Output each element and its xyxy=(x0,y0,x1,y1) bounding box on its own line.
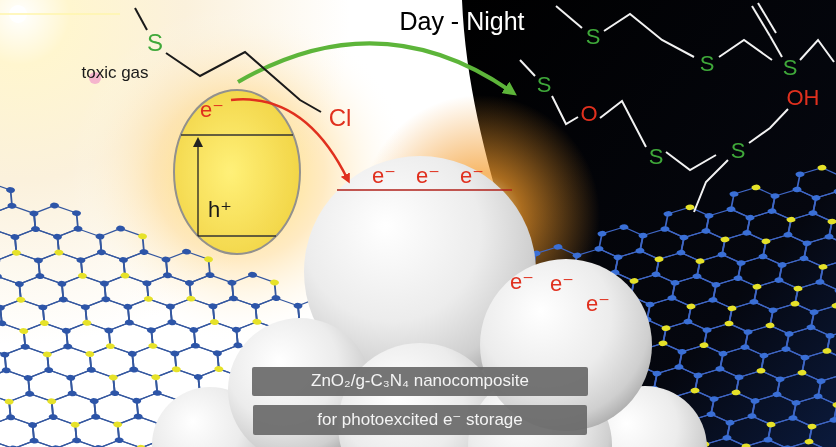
atom-label: O xyxy=(580,103,597,125)
charge-label: e⁻ xyxy=(460,165,484,187)
charge-label: e⁻ xyxy=(200,99,224,121)
charge-label: e⁻ xyxy=(372,165,396,187)
atom-label: Cl xyxy=(329,106,352,130)
reaction-arrow xyxy=(238,43,512,92)
charge-label: e⁻ xyxy=(586,293,610,315)
atom-label: S xyxy=(537,74,552,96)
valence-band xyxy=(198,235,276,236)
band-level xyxy=(337,189,512,191)
atom-label: OH xyxy=(787,87,820,109)
conduction-band xyxy=(181,134,293,135)
molecule-caption: toxic gas xyxy=(81,64,148,81)
atom-label: S xyxy=(649,146,664,168)
caption-text: for photoexcited e⁻ storage xyxy=(317,410,523,430)
charge-label: e⁻ xyxy=(550,273,574,295)
atom-label: S xyxy=(700,53,715,75)
caption-box: ZnO₂/g-C₃N₄ nanocomposite xyxy=(252,367,588,396)
caption-text: ZnO₂/g-C₃N₄ nanocomposite xyxy=(311,371,529,391)
molecule-bonds xyxy=(520,3,834,212)
excitation-arrow xyxy=(197,142,198,236)
sun-ray xyxy=(0,13,120,15)
charge-label: e⁻ xyxy=(416,165,440,187)
atom-label: S xyxy=(147,31,163,55)
charge-label: h⁺ xyxy=(208,199,232,221)
atom-label: S xyxy=(586,26,601,48)
caption-box: for photoexcited e⁻ storage xyxy=(253,405,587,435)
atom-label: S xyxy=(783,57,798,79)
excitation-ellipse xyxy=(174,90,300,254)
molecule-bonds xyxy=(135,8,321,112)
charge-label: e⁻ xyxy=(510,271,534,293)
atom-label: S xyxy=(731,140,746,162)
day-night-heading: Day - Night xyxy=(399,9,524,34)
